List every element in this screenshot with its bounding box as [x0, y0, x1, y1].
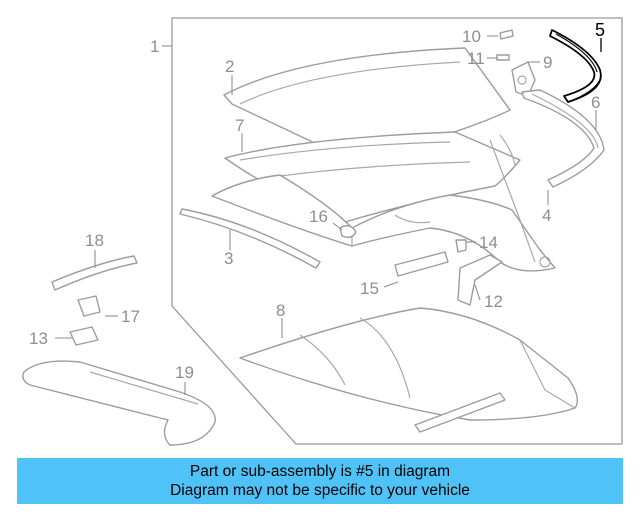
callout-9: 9	[543, 53, 552, 72]
callout-13: 13	[29, 329, 48, 348]
part-18-trim	[51, 255, 138, 291]
callout-4: 4	[542, 206, 551, 225]
part-5-seal-highlighted	[549, 29, 602, 103]
part-17-bracket	[77, 295, 101, 317]
part-15-slide	[394, 251, 449, 277]
callout-12: 12	[484, 292, 503, 311]
part-8-cover	[239, 307, 578, 433]
part-13-bracket	[69, 326, 99, 346]
callout-10: 10	[462, 27, 481, 46]
callout-2: 2	[225, 57, 234, 76]
leader-lines	[55, 35, 602, 395]
callout-19: 19	[175, 363, 194, 382]
callout-8: 8	[276, 301, 285, 320]
part-10-screw	[499, 29, 514, 40]
callout-labels: 1 2 3 4 5 6 7 8 9 10 11 12 13 14 15 16 1…	[29, 20, 605, 382]
callout-5-highlighted: 5	[595, 20, 605, 40]
callout-18: 18	[85, 231, 104, 250]
assembly-boundary	[171, 17, 623, 445]
part-6-weatherstrip	[521, 89, 605, 188]
banner-line-1: Part or sub-assembly is #5 in diagram	[189, 463, 451, 480]
callout-14: 14	[479, 233, 498, 252]
callout-7: 7	[235, 116, 244, 135]
part-info-banner: Part or sub-assembly is #5 in diagram Di…	[17, 458, 623, 504]
part-12-hinge	[457, 254, 503, 306]
part-19-panel	[22, 360, 216, 446]
part-9-bracket	[511, 61, 536, 97]
callout-17: 17	[121, 307, 140, 326]
part-14-fastener	[455, 239, 467, 253]
part-16-clip	[339, 225, 357, 239]
part-11-bolt	[496, 54, 510, 61]
callout-11: 11	[467, 49, 485, 68]
callout-16: 16	[309, 207, 328, 226]
callout-1: 1	[150, 37, 159, 56]
callout-15: 15	[360, 279, 379, 298]
callout-6: 6	[591, 93, 600, 112]
part-3-side-rail	[179, 208, 321, 269]
callout-3: 3	[224, 249, 233, 268]
parts-diagram: 1 2 3 4 5 6 7 8 9 10 11 12 13 14 15 16 1…	[22, 17, 623, 446]
banner-line-2: Diagram may not be specific to your vehi…	[170, 482, 470, 499]
